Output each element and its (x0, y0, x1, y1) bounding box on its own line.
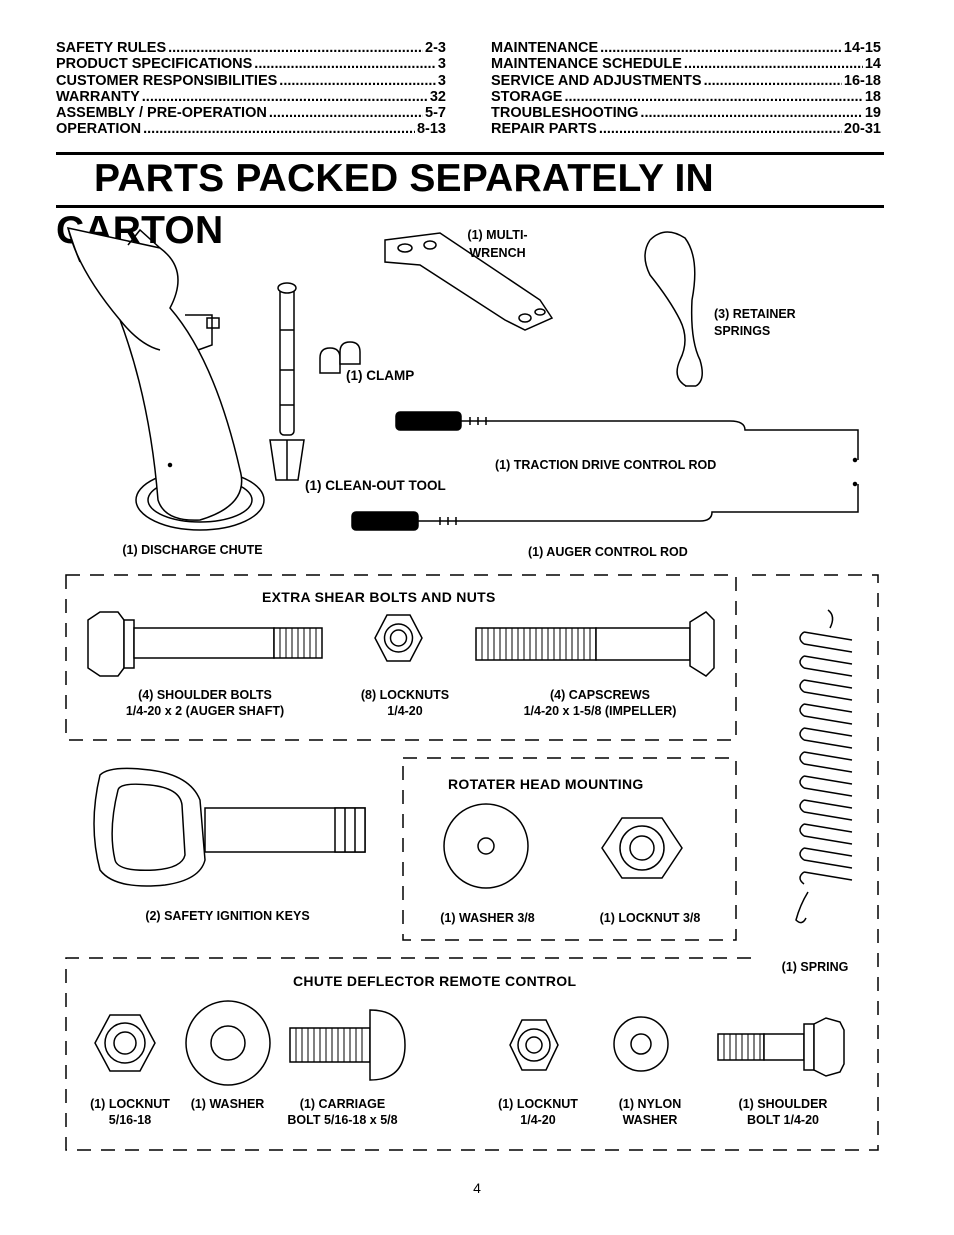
capscrews-label-2: 1/4-20 x 1-5/8 (IMPELLER) (523, 704, 677, 718)
toc-entry: CUSTOMER RESPONSIBILITIES 3 (56, 73, 446, 89)
nylon-washer-drawing (613, 1016, 669, 1072)
shear-heading: EXTRA SHEAR BOLTS AND NUTS (262, 589, 496, 605)
carriage-bolt-drawing (289, 1009, 406, 1081)
ignition-keys-label: (2) SAFETY IGNITION KEYS (145, 909, 310, 923)
shear-shoulder-label-1: (4) SHOULDER BOLTS (138, 688, 272, 702)
remote-locknut-b-label-2: 1/4-20 (520, 1113, 556, 1127)
toc-entry-pages: 20-31 (843, 121, 881, 138)
shear-box (65, 574, 737, 741)
toc-entry: SERVICE AND ADJUSTMENTS 16-18 (491, 73, 881, 89)
toc-entry-pages: 3 (437, 56, 446, 73)
page-title: PARTS PACKED SEPARATELY IN CARTON (56, 157, 714, 252)
toc-entry-pages: 19 (864, 105, 881, 122)
multi-wrench-drawing (384, 232, 554, 331)
nylon-washer-label-1: (1) NYLON (618, 1097, 682, 1111)
remote-locknut-a-drawing (94, 1014, 156, 1072)
locknut-shear-drawing (374, 614, 423, 662)
retainer-springs-label-2: SPRINGS (714, 324, 771, 338)
toc-entry-label: OPERATION (56, 121, 142, 138)
rotater-washer-label: (1) WASHER 3/8 (440, 911, 535, 925)
toc-entry-label: MAINTENANCE (491, 40, 599, 56)
ignition-key-drawing (93, 767, 366, 887)
rotater-washer-drawing (443, 803, 529, 889)
toc-entry-label: STORAGE (491, 88, 563, 105)
toc-entry-pages: 3 (437, 72, 446, 89)
toc-entry: WARRANTY 32 (56, 89, 446, 105)
nylon-washer-label-2: WASHER (622, 1113, 678, 1127)
toc-entry-pages: 32 (429, 88, 446, 105)
toc-entry: STORAGE 18 (491, 89, 881, 105)
retainer-spring-drawing (644, 231, 703, 387)
remote-locknut-a-label-2: 5/16-18 (108, 1113, 152, 1127)
discharge-chute-label: (1) DISCHARGE CHUTE (122, 543, 263, 557)
remote-washer-a-label: (1) WASHER (190, 1097, 265, 1111)
rotater-locknut-label: (1) LOCKNUT 3/8 (599, 911, 701, 925)
shoulder-bolt-shear-drawing (87, 611, 323, 677)
traction-rod-label: (1) TRACTION DRIVE CONTROL ROD (495, 458, 717, 472)
toc-entry-pages: 5-7 (425, 105, 446, 122)
toc-entry-label: CUSTOMER RESPONSIBILITIES (56, 72, 278, 89)
toc-entry: TROUBLESHOOTING 19 (491, 105, 881, 121)
toc-entry-label: WARRANTY (56, 88, 140, 105)
toc-entry-label: MAINTENANCE SCHEDULE (491, 56, 682, 73)
toc-entry-label: SERVICE AND ADJUSTMENTS (491, 72, 702, 89)
toc-entry-label: REPAIR PARTS (491, 121, 597, 138)
rotater-heading: ROTATER HEAD MOUNTING (448, 776, 644, 792)
carriage-bolt-label-2: BOLT 5/16-18 x 5/8 (287, 1113, 398, 1127)
toc-entry-pages: 14 (864, 56, 881, 73)
toc-entry-label: ASSEMBLY / PRE-OPERATION (56, 105, 267, 122)
toc-entry-pages: 8-13 (416, 121, 446, 138)
remote-washer-a-drawing (185, 1000, 271, 1086)
remote-locknut-a-label-1: (1) LOCKNUT (90, 1097, 170, 1111)
remote-shoulder-bolt-drawing (717, 1017, 845, 1077)
toc-entry: ASSEMBLY / PRE-OPERATION 5-7 (56, 105, 446, 121)
toc-entry-pages: 16-18 (843, 72, 881, 89)
shear-locknuts-label-2: 1/4-20 (387, 704, 423, 718)
toc-entry-pages: 18 (864, 88, 881, 105)
chute-remote-heading: CHUTE DEFLECTOR REMOTE CONTROL (293, 973, 577, 989)
shear-shoulder-label-2: 1/4-20 x 2 (AUGER SHAFT) (125, 704, 285, 718)
auger-rod-drawing (351, 481, 859, 531)
remote-locknut-b-drawing (509, 1019, 559, 1071)
remote-locknut-b-label-1: (1) LOCKNUT (498, 1097, 578, 1111)
discharge-chute-drawing (66, 227, 265, 531)
clamp-drawing (319, 341, 361, 374)
toc-entry-label: PRODUCT SPECIFICATIONS (56, 56, 253, 73)
clamp-label: (1) CLAMP (346, 368, 415, 383)
carriage-bolt-label-1: (1) CARRIAGE (299, 1097, 386, 1111)
remote-shoulder-bolt-label-2: BOLT 1/4-20 (746, 1113, 819, 1127)
toc-entry-pages: 2-3 (425, 40, 446, 56)
spring-drawing (795, 609, 853, 924)
clean-out-tool-drawing (269, 282, 305, 481)
toc-entry-label: TROUBLESHOOTING (491, 105, 639, 122)
remote-shoulder-bolt-label-1: (1) SHOULDER (738, 1097, 828, 1111)
title-bottom-rule (56, 205, 884, 208)
toc-entry: MAINTENANCE SCHEDULE 14 (491, 56, 881, 72)
capscrew-drawing (475, 611, 715, 677)
rotater-box (402, 757, 737, 941)
spring-label: (1) SPRING (781, 960, 849, 974)
multi-wrench-label-1: (1) MULTI- (467, 228, 528, 242)
bottom-box (65, 574, 879, 1151)
traction-rod-drawing (395, 411, 859, 463)
page-number: 4 (473, 1180, 481, 1196)
shear-locknuts-label-1: (8) LOCKNUTS (360, 688, 450, 702)
toc-entry-label: SAFETY RULES (56, 40, 167, 56)
auger-rod-label: (1) AUGER CONTROL ROD (528, 545, 688, 559)
multi-wrench-label-2: WRENCH (469, 246, 526, 260)
toc-entry: MAINTENANCE 14-15 (491, 40, 881, 56)
capscrews-label-1: (4) CAPSCREWS (549, 688, 650, 702)
toc-entry: OPERATION 8-13 (56, 121, 446, 137)
toc-entry-pages: 14-15 (843, 40, 881, 56)
toc-entry: PRODUCT SPECIFICATIONS 3 (56, 56, 446, 72)
rotater-locknut-drawing (601, 817, 683, 879)
retainer-springs-label-1: (3) RETAINER (714, 307, 796, 321)
title-top-rule (56, 152, 884, 155)
toc-entry: SAFETY RULES 2-3 (56, 40, 446, 56)
toc-entry: REPAIR PARTS 20-31 (491, 121, 881, 137)
clean-out-tool-label: (1) CLEAN-OUT TOOL (305, 478, 446, 493)
